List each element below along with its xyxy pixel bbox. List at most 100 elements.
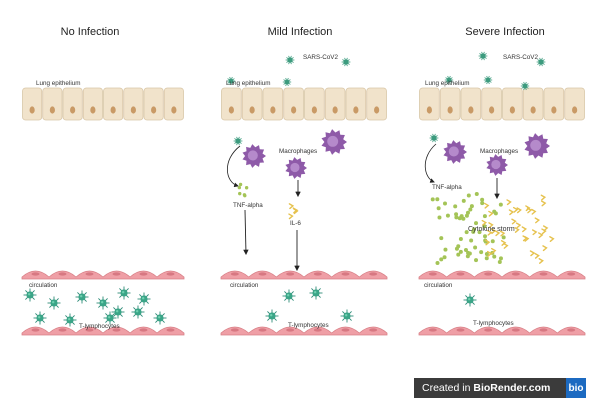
il6-particle: [484, 239, 491, 246]
label-sars-cov2-3: SARS-CoV2: [503, 54, 538, 61]
cell-nucleus: [270, 106, 276, 114]
cytokine-particle: [469, 238, 474, 243]
label-sars-cov2-2: SARS-CoV2: [303, 54, 338, 61]
endothelial-nucleus: [230, 272, 239, 276]
t-lymphocyte-icon: [309, 286, 323, 300]
endothelial-nucleus: [112, 272, 121, 276]
t-lymphocyte-icon: [117, 286, 131, 300]
panel-title-mild-infection: Mild Infection: [267, 26, 333, 38]
endothelial-layer: [418, 326, 586, 336]
epithelial-cell: [262, 87, 284, 121]
cytokine-particle: [468, 207, 473, 212]
cytokine-particle: [480, 201, 485, 206]
cytokine-particle: [443, 247, 448, 252]
epithelial-cell: [82, 87, 103, 121]
cytokine-particle: [435, 261, 440, 266]
endothelial-layer: [220, 270, 388, 280]
badge-brand: BioRender.com: [473, 382, 551, 394]
il6-particle: [499, 230, 506, 237]
il6-particle: [531, 229, 538, 236]
virus-to-tnf-arrow-severe: [424, 143, 437, 183]
cytokine-particle: [501, 235, 506, 240]
virus-icon: [282, 77, 292, 87]
t-cell-highlight: [468, 298, 471, 301]
endothelial-nucleus: [428, 272, 437, 276]
endothelial-nucleus: [85, 272, 94, 276]
macrophage-icon: [285, 157, 307, 179]
endothelial-nucleus: [31, 272, 40, 276]
il6-storm: [481, 194, 555, 264]
cytokine-particle: [437, 215, 442, 220]
t-lymphocyte-icon: [75, 290, 89, 304]
virus-icon: [536, 57, 546, 67]
cytokine-particle: [474, 258, 479, 263]
t-cell-highlight: [314, 291, 317, 294]
cytokine-particle: [463, 247, 468, 252]
t-cell-highlight: [38, 316, 41, 319]
blood-vessel-wall-p3-top: [418, 270, 586, 280]
epithelial-cell: [143, 87, 164, 121]
il6-particle: [514, 227, 520, 233]
cytokine-particle: [464, 230, 469, 235]
virus-icon: [285, 55, 295, 65]
cytokine-particle: [458, 249, 463, 254]
t-lymphocyte-icon: [153, 311, 167, 325]
cytokine-particle: [483, 234, 488, 239]
cell-nucleus: [530, 106, 536, 114]
epithelial-cell: [439, 87, 461, 121]
t-cell-highlight: [52, 301, 55, 304]
label-tnf-alpha-2: TNF-alpha: [233, 202, 263, 209]
il6-particle: [516, 207, 522, 214]
cytokine-particle: [242, 193, 247, 197]
cytokine-particle: [456, 252, 461, 257]
il6-particle: [540, 200, 547, 207]
cytokine-particle: [477, 230, 482, 235]
il6-particle: [534, 252, 540, 259]
endothelial-nucleus: [58, 272, 67, 276]
epithelial-cell: [42, 87, 63, 121]
cytokine-particle: [430, 197, 435, 202]
blood-vessel-wall-p2-bottom: [220, 326, 388, 336]
biorender-logo-icon: bio: [566, 378, 586, 398]
il6-particle: [288, 213, 294, 220]
cytokine-particle: [436, 206, 441, 211]
cytokine-particle: [471, 229, 476, 234]
cell-nucleus: [572, 106, 578, 114]
cytokine-particle: [497, 259, 502, 264]
cytokine-particle: [492, 254, 497, 259]
label-tcells-1: T-lymphocytes: [79, 323, 120, 330]
il6-particle: [534, 217, 541, 224]
label-lung-epithelium-1: Lung epithelium: [36, 80, 81, 87]
cell-nucleus: [489, 106, 495, 114]
cell-nucleus: [249, 106, 255, 114]
t-lymphocyte-icon: [63, 313, 77, 327]
cell-nucleus: [509, 106, 515, 114]
endothelial-nucleus: [539, 272, 548, 276]
il6-particle: [491, 247, 497, 254]
lung-epithelium-p1: [22, 87, 184, 121]
epithelial-cell: [460, 87, 482, 121]
lung-epithelium-p3: [419, 87, 585, 121]
endothelial-nucleus: [166, 272, 175, 276]
il6-particle: [531, 208, 537, 215]
cell-nucleus: [130, 106, 136, 114]
biorender-badge[interactable]: Created in BioRender.com bio: [414, 378, 586, 398]
cytokine-particle: [456, 244, 461, 249]
il6-particle: [541, 228, 547, 235]
blood-vessel-wall-p3-bottom: [418, 326, 586, 336]
il6-particle: [288, 203, 295, 210]
label-tcells-2: T-lymphocytes: [288, 322, 329, 329]
virus-icon: [520, 81, 530, 91]
blood-vessel-wall-p1-bottom: [21, 326, 185, 336]
blood-vessel-wall-p2-top: [220, 270, 388, 280]
virus-icon: [478, 51, 488, 61]
label-tnf-alpha-3: TNF-alpha: [432, 184, 462, 191]
panel-title-severe-infection: Severe Infection: [465, 26, 545, 38]
t-lymphocyte-icon: [137, 292, 151, 306]
cell-nucleus: [70, 106, 76, 114]
cell-nucleus: [171, 106, 177, 114]
epithelial-cell: [502, 87, 523, 121]
il6-particle: [549, 236, 555, 242]
cytokine-particle: [469, 204, 474, 209]
endothelial-nucleus: [31, 328, 40, 332]
